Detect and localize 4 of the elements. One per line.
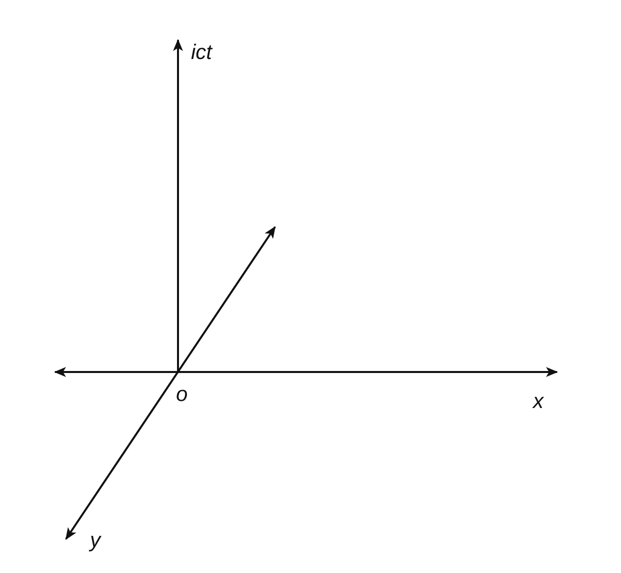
axis-label: y (90, 530, 100, 551)
axis-label: x (533, 391, 544, 412)
axis-label: ict (191, 42, 212, 63)
axis-label: o (176, 384, 188, 405)
